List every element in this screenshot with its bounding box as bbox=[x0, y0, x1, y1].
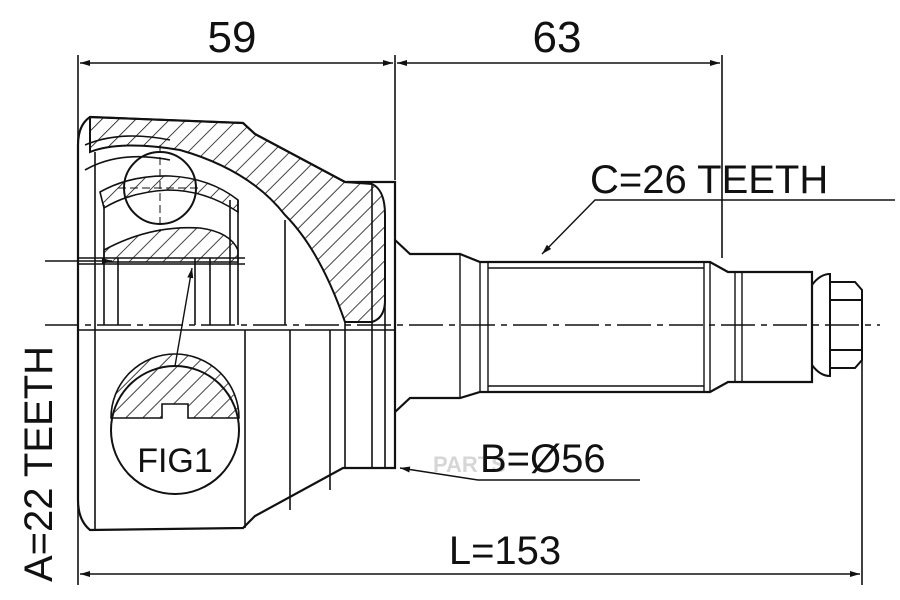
race-hatch bbox=[99, 175, 239, 214]
housing-body bbox=[76, 115, 397, 532]
housing-section-hatch bbox=[89, 115, 386, 323]
outer-diameter-label: B=Ø56 bbox=[480, 437, 606, 481]
dimension-63-label: 63 bbox=[533, 13, 582, 62]
outer-diameter-leader bbox=[399, 466, 640, 481]
cage-hatch bbox=[103, 226, 239, 263]
fig1-detail: FIG1 bbox=[110, 353, 240, 495]
threaded-end bbox=[811, 272, 863, 378]
fig1-leader bbox=[174, 267, 194, 367]
watermark: PARTS bbox=[433, 452, 506, 477]
length-label: L=153 bbox=[449, 529, 561, 573]
fig1-label: FIG1 bbox=[137, 442, 213, 480]
shaft-spline-lines bbox=[459, 254, 743, 398]
inner-spline-label: A=22 TEETH bbox=[17, 346, 61, 582]
dimension-59-label: 59 bbox=[208, 13, 257, 62]
inner-structure bbox=[78, 135, 395, 530]
output-shaft bbox=[394, 239, 814, 413]
outer-spline-label: C=26 TEETH bbox=[590, 158, 828, 202]
outer-spline-leader bbox=[541, 199, 895, 255]
